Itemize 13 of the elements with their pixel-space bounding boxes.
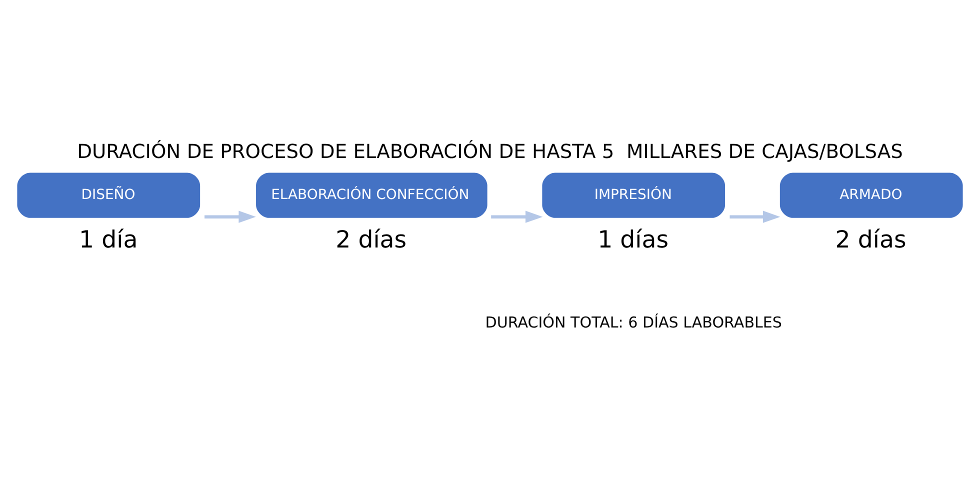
arrow [204, 210, 256, 222]
node-label: 1 días [598, 225, 669, 254]
node-box: ARMADO [780, 172, 963, 218]
node-box: IMPRESIÓN [542, 172, 726, 218]
node-label: 2 días [835, 225, 906, 254]
node-label: 2 días [336, 225, 407, 254]
node-label: 1 día [79, 225, 138, 254]
node-box: ELABORACIÓN CONFECCIÓN [256, 172, 488, 218]
caption: DURACIÓN TOTAL: 6 DÍAS LABORABLES [485, 312, 782, 331]
node-box: DISEÑO [17, 172, 200, 218]
arrow [491, 210, 543, 222]
diagram-title: DURACIÓN DE PROCESO DE ELABORACIÓN DE HASTA 5 MILLARES DE CAJAS/BOLSAS [77, 140, 903, 163]
arrow [730, 210, 780, 222]
